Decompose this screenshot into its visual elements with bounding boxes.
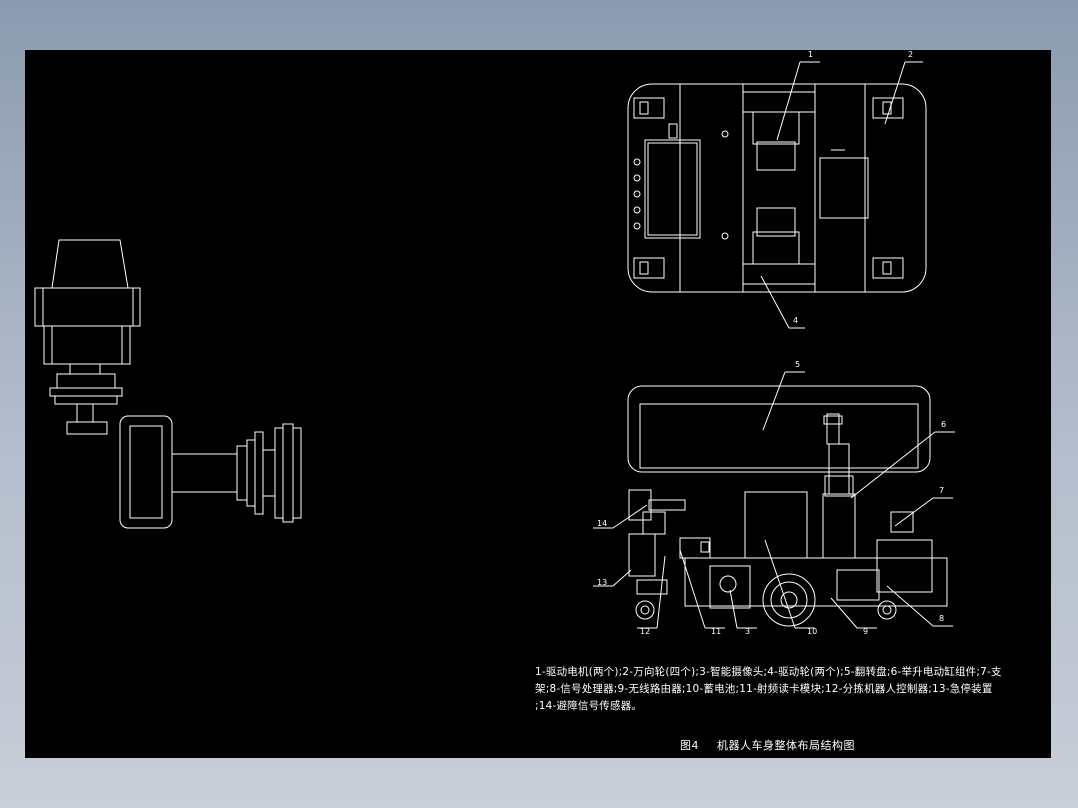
leader-lines: [593, 61, 955, 629]
callout-8: 8: [939, 614, 945, 623]
cad-drawing: [34, 61, 955, 629]
legend-text: 1-驱动电机(两个);2-万向轮(四个);3-智能摄像头;4-驱动轮(两个);5…: [535, 664, 1045, 715]
callout-11: 11: [711, 627, 722, 636]
caster-wheels-plan: [633, 97, 904, 279]
figure-caption: 图4 机器人车身整体布局结构图: [680, 737, 873, 753]
callout-9: 9: [863, 627, 869, 636]
legend-line-3: ;14-避障信号传感器。: [535, 700, 643, 712]
figure-number: 图4: [680, 739, 699, 752]
legend-line-1: 1-驱动电机(两个);2-万向轮(四个);3-智能摄像头;4-驱动轮(两个);5…: [535, 666, 1002, 678]
robot-side-view: [627, 385, 948, 627]
drive-wheel-side-view: [119, 415, 302, 529]
callout-7: 7: [939, 486, 945, 495]
callout-12: 12: [640, 627, 651, 636]
callout-5: 5: [795, 360, 801, 369]
drive-motor-side-view: [34, 239, 141, 435]
callout-1: 1: [808, 50, 814, 59]
callout-3: 3: [745, 627, 751, 636]
callout-10: 10: [807, 627, 818, 636]
callout-4: 4: [793, 316, 799, 325]
legend-line-2: 架;8-信号处理器;9-无线路由器;10-蓄电池;11-射频读卡模块;12-分拣…: [535, 683, 993, 695]
callout-2: 2: [908, 50, 914, 59]
chassis-top-view: [627, 83, 927, 293]
callout-6: 6: [941, 420, 947, 429]
drawing-sheet: 1 2 4 5 6 7 8 9 10 3 11 12 13 14 1-驱动电机(…: [25, 50, 1051, 758]
figure-title: 机器人车身整体布局结构图: [717, 739, 855, 752]
callout-13: 13: [597, 578, 608, 587]
callout-14: 14: [597, 519, 608, 528]
